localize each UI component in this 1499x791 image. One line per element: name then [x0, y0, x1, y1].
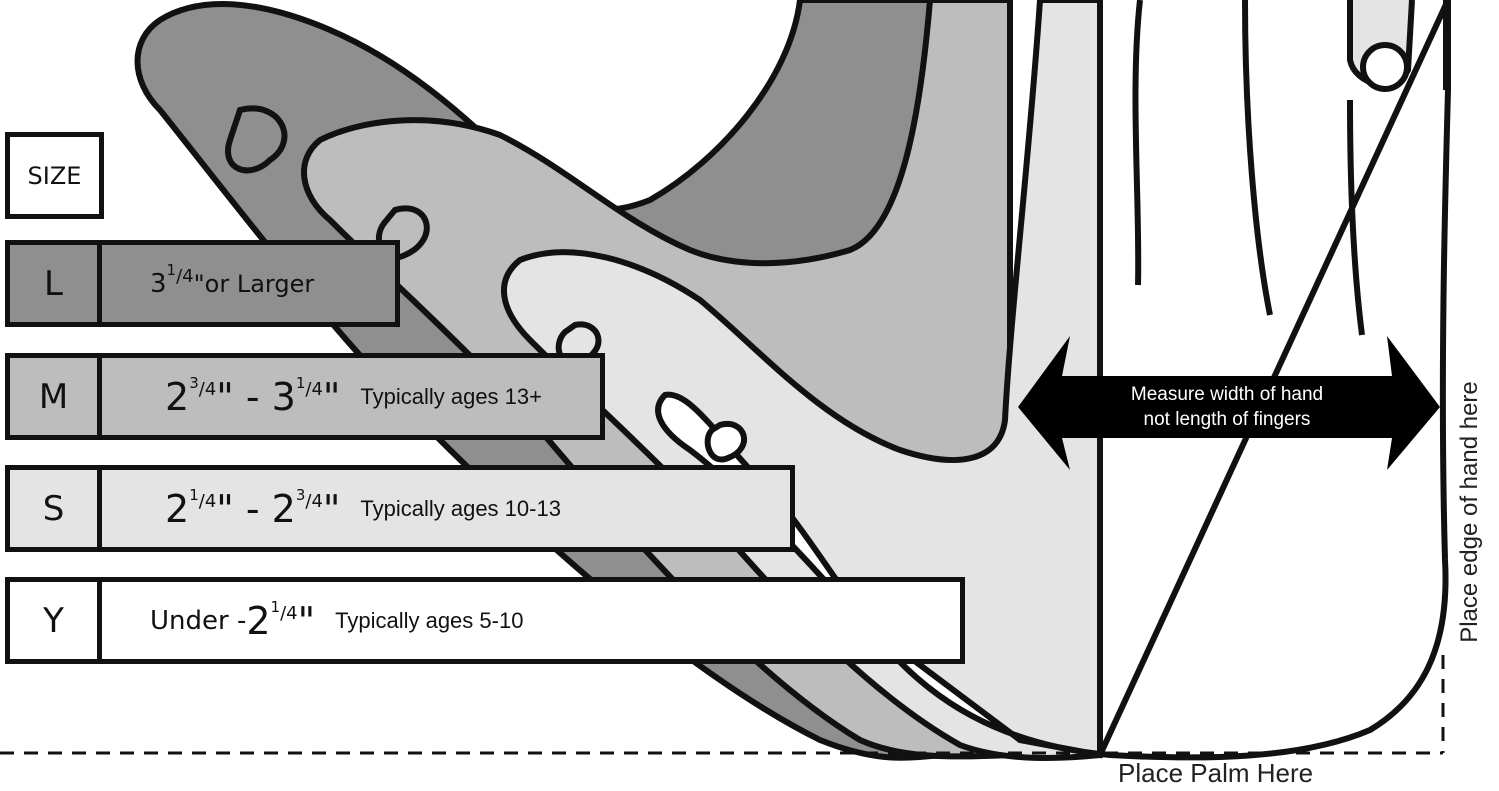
size-letter: S — [10, 470, 102, 547]
size-range: 2 3/4 " - 3 1/4 " Typically ages 13+ — [165, 358, 542, 435]
measure-line-1: Measure width of hand — [1131, 382, 1323, 407]
size-row-medium: M 2 3/4 " - 3 1/4 " Typically ages 13+ — [5, 353, 605, 440]
finger-line-1 — [1135, 0, 1140, 285]
finger-line-2 — [1245, 0, 1270, 315]
pinky-nail — [1363, 45, 1407, 89]
measure-instruction: Measure width of hand not length of fing… — [1062, 376, 1392, 438]
edge-label: Place edge of hand here — [1456, 342, 1484, 682]
size-header: SIZE — [5, 132, 104, 219]
size-range: Under - 2 1/4 " Typically ages 5-10 — [150, 582, 523, 659]
size-letter: Y — [10, 582, 102, 659]
size-row-youth: Y Under - 2 1/4 " Typically ages 5-10 — [5, 577, 965, 664]
size-range-suffix: "or Larger — [194, 270, 315, 298]
size-range: 2 1/4 " - 2 3/4 " Typically ages 10-13 — [165, 470, 561, 547]
size-letter: M — [10, 358, 102, 435]
size-row-large: L 3 1/4 "or Larger — [5, 240, 400, 327]
measure-line-2: not length of fingers — [1144, 407, 1311, 432]
right-edge-bar — [1443, 0, 1451, 90]
size-letter: L — [10, 245, 102, 322]
size-range: 3 1/4 "or Larger — [150, 245, 314, 322]
palm-label: Place Palm Here — [1118, 758, 1313, 789]
age-note: Typically ages 5-10 — [335, 608, 523, 634]
thumbnail-youth — [708, 424, 744, 460]
age-note: Typically ages 10-13 — [360, 496, 561, 522]
age-note: Typically ages 13+ — [360, 384, 542, 410]
size-row-small: S 2 1/4 " - 2 3/4 " Typically ages 10-13 — [5, 465, 795, 552]
size-header-label: SIZE — [28, 162, 82, 190]
